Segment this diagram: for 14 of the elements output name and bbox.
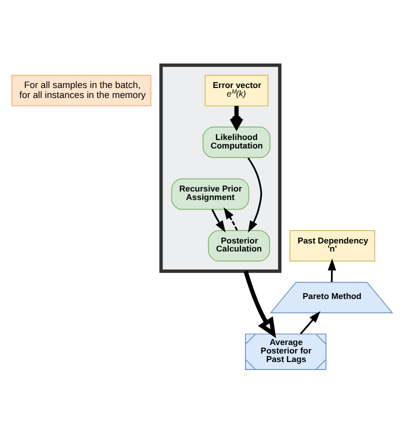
arrow xyxy=(328,258,336,282)
arrow xyxy=(230,106,244,130)
arrow xyxy=(244,270,276,338)
arrow xyxy=(300,311,320,334)
node-box: Likelihood Computation xyxy=(202,126,270,158)
arrow xyxy=(211,209,226,232)
node-box: Recursive Prior Assignment xyxy=(171,178,250,210)
node-box: Past Dependency 'n' xyxy=(290,230,376,262)
cluster xyxy=(159,63,282,273)
node-box: Posterior Calculation xyxy=(208,230,270,262)
arrow xyxy=(247,157,262,233)
node-box: For all samples in the batch, for all instances in the memory xyxy=(11,74,152,106)
arrow xyxy=(224,207,238,231)
node-box: Error vector e$^{M}$(k) xyxy=(204,74,268,106)
